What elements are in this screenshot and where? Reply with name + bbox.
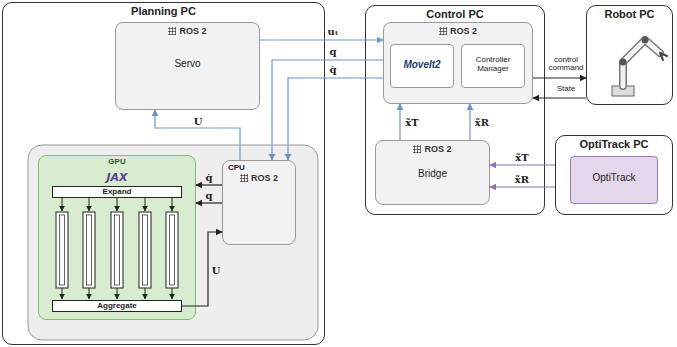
connector-arrow xyxy=(182,232,222,306)
connector-arrow xyxy=(469,104,470,140)
library-logo: JAX xyxy=(106,171,127,184)
connectors xyxy=(155,40,586,306)
node-heading: Robot PC xyxy=(604,8,654,21)
node-heading: Aggregate xyxy=(97,301,137,311)
node-heading: Control PC xyxy=(426,8,483,21)
connector-arrow xyxy=(490,186,555,187)
connector-arrow xyxy=(490,164,555,165)
ros-node-box: ROS 2 MoveIt2 Controller Manager xyxy=(383,22,533,104)
pc-frame: OptiTrack PC OptiTrack xyxy=(555,135,673,215)
node-heading: GPU xyxy=(108,157,125,166)
signal-label: q̇ xyxy=(205,172,214,183)
node-heading: OptiTrack xyxy=(593,172,636,184)
node-heading: Planning PC xyxy=(131,5,196,18)
signal-label: x̃T xyxy=(514,152,529,163)
connector-arrow xyxy=(533,97,586,98)
software-box: MoveIt2 xyxy=(390,44,454,88)
signal-label: U xyxy=(193,116,204,127)
signal-label: q xyxy=(205,190,214,201)
signal-label: U xyxy=(211,265,222,276)
node-heading: ROS 2 xyxy=(413,144,451,154)
signal-label: q̇ xyxy=(329,64,338,75)
cpu-box: CPUROS 2 xyxy=(222,160,296,245)
connector-arrow xyxy=(533,77,586,78)
pc-frame: Planning PC ROS 2 ServoGPU ExpandAggregate C… xyxy=(2,2,325,345)
signal-label: uₜ xyxy=(327,26,340,37)
process-box: Aggregate xyxy=(52,300,182,312)
ros-node-box: ROS 2 Bridge xyxy=(375,140,490,205)
connector-arrow xyxy=(196,184,222,185)
node-heading: CPU xyxy=(228,163,245,172)
node-heading: ROS 2 xyxy=(439,26,477,36)
connector-arrow xyxy=(196,202,222,203)
signal-label: control command xyxy=(546,56,586,73)
node-heading: ROS 2 xyxy=(168,26,206,36)
connector-arrow xyxy=(399,104,400,140)
node-label: Bridge xyxy=(418,168,447,180)
tracking-box: OptiTrack xyxy=(570,156,658,204)
connector-arrow xyxy=(288,78,383,160)
signal-label: x̃R xyxy=(474,117,490,128)
node-label: Servo xyxy=(174,58,200,70)
node-label: ROS 2 xyxy=(240,173,278,183)
node-heading: Controller Manager xyxy=(465,55,521,73)
node-heading: OptiTrack PC xyxy=(579,138,648,151)
robot-arm-illustration xyxy=(612,37,667,97)
node-heading: Expand xyxy=(103,187,132,197)
signal-label: State xyxy=(556,85,577,93)
connector-arrow xyxy=(272,60,383,160)
signal-label: x̃T xyxy=(404,117,419,128)
compute-region xyxy=(28,145,318,340)
signal-label: x̃R xyxy=(514,174,530,185)
software-box: Controller Manager xyxy=(461,44,525,88)
ros-node-box: ROS 2 Servo xyxy=(115,22,260,110)
parallel-columns xyxy=(56,198,178,299)
node-heading: MoveIt2 xyxy=(403,59,440,71)
connector-arrow xyxy=(155,110,240,160)
signal-label: q xyxy=(329,46,338,57)
connector-arrow xyxy=(260,39,383,40)
process-box: Expand xyxy=(52,186,182,198)
